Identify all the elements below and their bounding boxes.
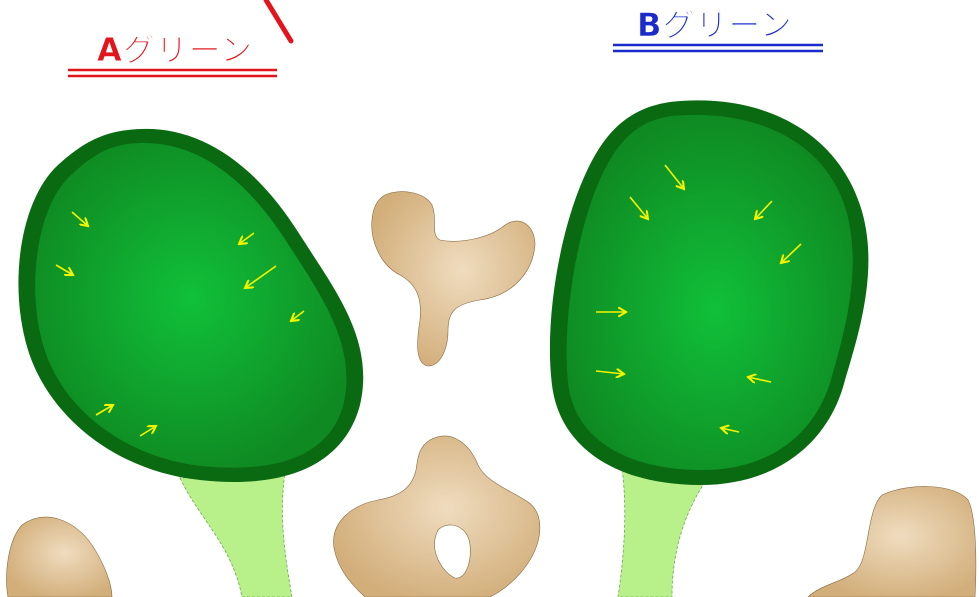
arrow-icon	[629, 196, 648, 219]
arrow-icon	[755, 200, 773, 219]
bunker-center-bottom	[333, 435, 541, 597]
arrow-icon	[245, 265, 277, 288]
bunker-right	[807, 486, 977, 597]
green-a-title: Aグリーン	[97, 31, 253, 69]
green-b-title: Bグリーン	[637, 6, 793, 44]
arrow-icon	[721, 428, 740, 432]
green-a-arrows	[55, 211, 305, 437]
arrow-icon	[291, 310, 305, 321]
arrow-icon	[748, 377, 772, 382]
arrow-icon	[595, 371, 624, 374]
red-tick-mark	[263, 0, 294, 44]
green-b-approach	[617, 454, 706, 597]
arrow-icon	[71, 211, 88, 226]
bunker-left	[6, 516, 113, 597]
arrow-icon	[139, 426, 156, 437]
arrow-icon	[55, 264, 73, 275]
arrow-icon	[239, 232, 255, 244]
arrow-icon	[664, 164, 684, 189]
green-b-inner	[566, 114, 853, 471]
arrow-icon	[781, 243, 802, 263]
bunker-center-top	[371, 191, 536, 367]
green-a-inner	[35, 143, 347, 468]
green-b-arrows	[595, 164, 802, 432]
green-a-approach	[179, 471, 293, 597]
arrow-icon	[95, 405, 113, 416]
